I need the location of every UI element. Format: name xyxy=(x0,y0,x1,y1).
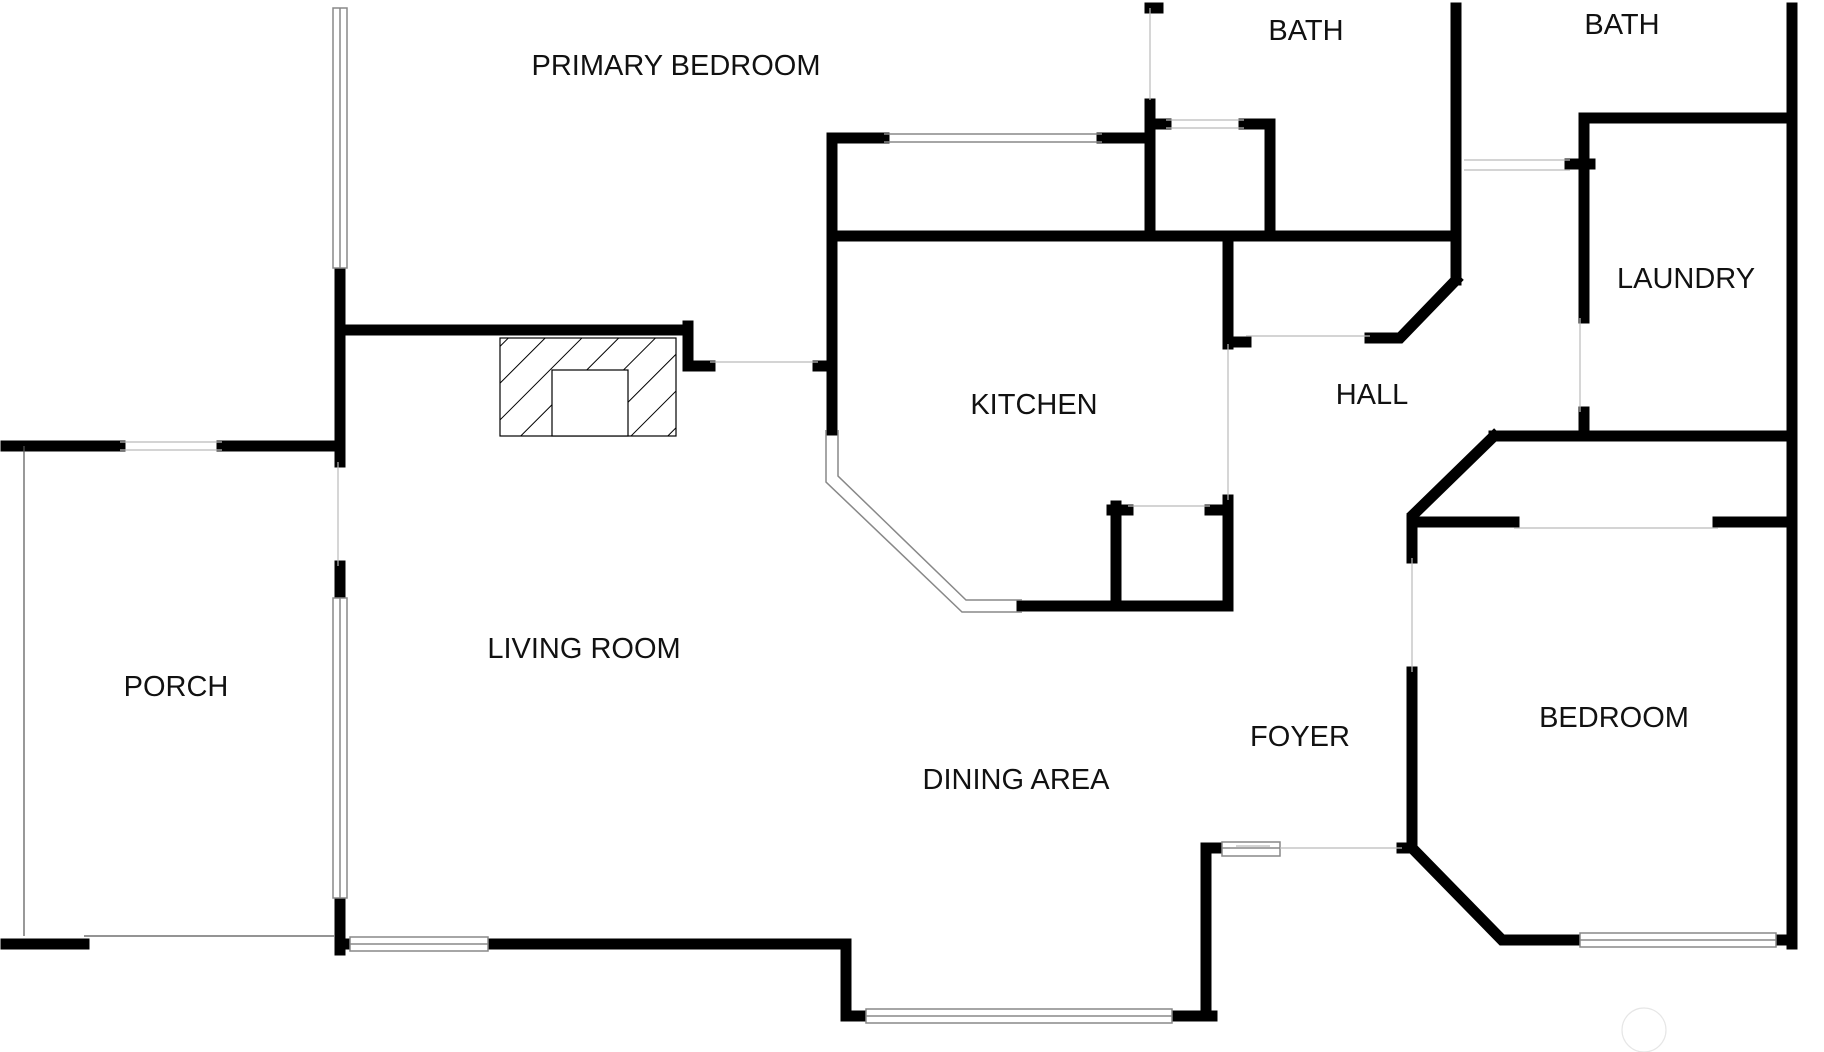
label-laundry: LAUNDRY xyxy=(1617,263,1755,295)
wall-bedroom-sw-diag xyxy=(1404,840,1586,946)
wall-hall-diag-south xyxy=(1406,428,1502,522)
label-primary-bedroom: PRIMARY BEDROOM xyxy=(532,50,821,82)
label-living-room: LIVING ROOM xyxy=(487,633,680,665)
windows xyxy=(332,7,1777,1024)
label-bath-1: BATH xyxy=(1268,15,1343,47)
label-porch: PORCH xyxy=(124,671,229,703)
label-bath-2: BATH xyxy=(1584,9,1659,41)
fireplace xyxy=(499,337,677,437)
compass-circle xyxy=(1621,1007,1667,1052)
label-dining-area: DINING AREA xyxy=(923,764,1111,796)
porch-outline xyxy=(23,446,334,937)
room-labels: PRIMARY BEDROOM BATH BATH LAUNDRY KITCHE… xyxy=(124,9,1755,796)
openings xyxy=(120,8,1718,849)
wall-hall-diag-north xyxy=(1364,272,1464,344)
label-bedroom: BEDROOM xyxy=(1539,702,1689,734)
label-hall: HALL xyxy=(1336,379,1409,411)
window-foyer xyxy=(1221,841,1281,857)
window-kitchen-bay xyxy=(825,430,1022,613)
label-kitchen: KITCHEN xyxy=(970,389,1097,421)
walls xyxy=(0,2,1798,1022)
label-foyer: FOYER xyxy=(1250,721,1350,753)
